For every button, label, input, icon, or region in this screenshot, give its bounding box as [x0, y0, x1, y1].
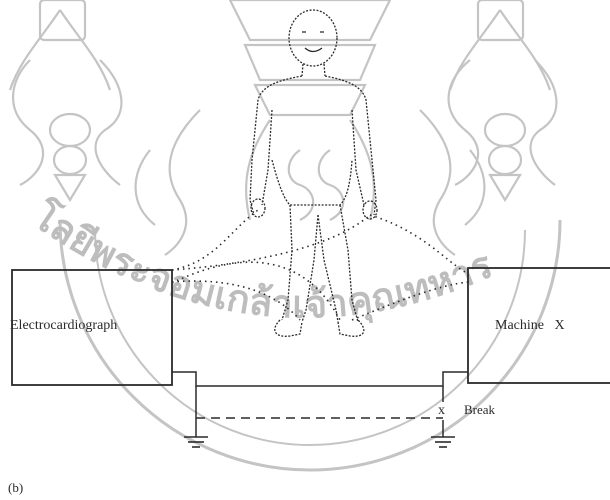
watermark-text: โลยีพระจอมเกล้าเจ้าคุณทหาร: [24, 192, 499, 326]
break-label: Break: [464, 402, 495, 418]
machine-x-label: Machine X: [495, 318, 565, 334]
electrocardiograph-label: Electrocardiograph: [10, 318, 117, 334]
lead-wire-right-arm: [172, 210, 258, 270]
panel-label: (b): [8, 480, 23, 496]
break-marker: x: [438, 403, 445, 419]
lead-wire-left-arm: [172, 215, 370, 270]
watermark-textpath: โลยีพระจอมเกล้าเจ้าคุณทหาร: [24, 192, 499, 326]
ground-wiring: [172, 372, 468, 437]
